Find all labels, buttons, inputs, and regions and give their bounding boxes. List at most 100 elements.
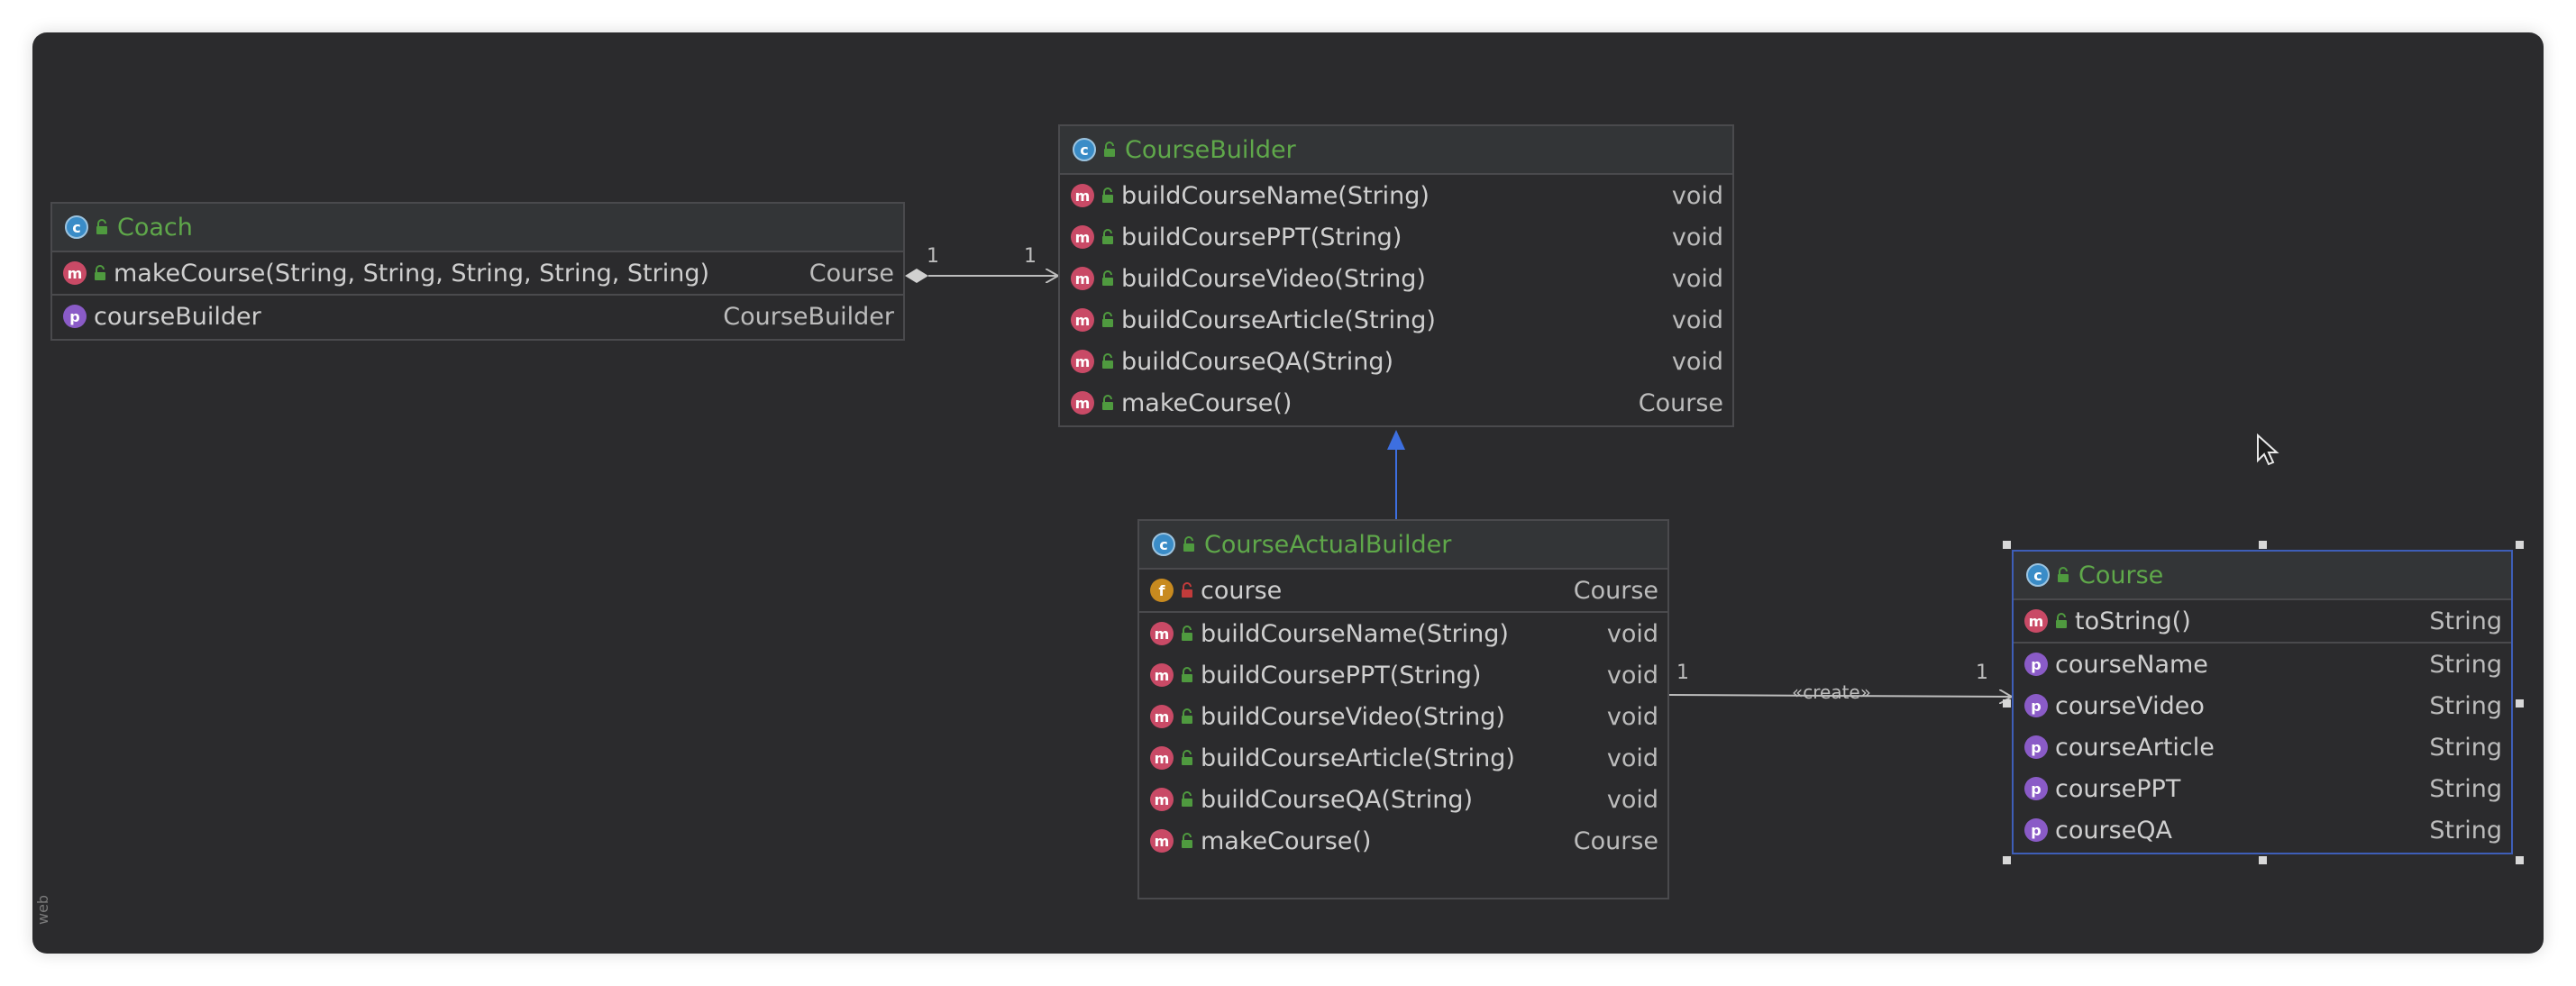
property-type: String	[2429, 816, 2502, 844]
resize-handle-n[interactable]	[2259, 541, 2267, 549]
method-type: void	[1606, 619, 1658, 648]
public-lock-icon	[1183, 536, 1194, 552]
create-stereotype-label: «create»	[1792, 681, 1871, 703]
method-icon: m	[1071, 350, 1094, 373]
resize-handle-w[interactable]	[2003, 699, 2011, 708]
property-row[interactable]: p courseBuilder CourseBuilder	[52, 296, 903, 337]
method-icon: m	[1150, 622, 1174, 645]
public-lock-icon	[1102, 312, 1113, 327]
public-lock-icon	[2058, 567, 2069, 582]
public-lock-icon	[96, 219, 107, 234]
property-type: String	[2429, 774, 2502, 803]
private-lock-icon	[1182, 582, 1192, 598]
resize-handle-e[interactable]	[2516, 699, 2524, 708]
method-name: buildCoursePPT(String)	[1121, 223, 1402, 251]
inheritance-arrowhead	[1387, 430, 1405, 450]
multiplicity-builder: 1	[1024, 245, 1037, 268]
public-lock-icon	[1104, 142, 1115, 157]
public-lock-icon	[1102, 395, 1113, 410]
field-icon: f	[1150, 579, 1174, 602]
resize-handle-ne[interactable]	[2516, 541, 2524, 549]
method-icon: m	[1071, 391, 1094, 415]
method-type: String	[2429, 607, 2502, 635]
properties-section: p courseBuilder CourseBuilder	[52, 296, 903, 337]
method-icon: m	[1071, 225, 1094, 249]
method-name: buildCourseArticle(String)	[1201, 744, 1515, 772]
class-name: CourseBuilder	[1125, 135, 1296, 164]
property-type: String	[2429, 691, 2502, 720]
public-lock-icon	[1102, 353, 1113, 369]
property-type: CourseBuilder	[723, 302, 894, 331]
class-header: c CourseActualBuilder	[1139, 521, 1667, 570]
method-name: buildCourseName(String)	[1201, 619, 1509, 648]
method-icon: m	[1071, 267, 1094, 290]
class-name: CourseActualBuilder	[1204, 530, 1452, 559]
class-header: c Course	[2014, 552, 2511, 600]
method-type: void	[1671, 264, 1723, 293]
property-name: coursePPT	[2055, 774, 2181, 803]
resize-handle-se[interactable]	[2516, 856, 2524, 864]
class-header: c Coach	[52, 204, 903, 252]
method-icon: m	[1150, 829, 1174, 853]
method-icon: m	[63, 261, 87, 285]
method-name: buildCourseQA(String)	[1201, 785, 1474, 814]
property-icon: p	[63, 305, 87, 328]
method-row[interactable]: m buildCourseName(String) void	[1060, 175, 1732, 216]
edge-coach-to-builder[interactable]	[905, 269, 1058, 283]
method-icon: m	[1150, 705, 1174, 728]
method-type: void	[1671, 223, 1723, 251]
resize-handle-s[interactable]	[2259, 856, 2267, 864]
property-type: String	[2429, 733, 2502, 762]
method-icon: m	[2024, 609, 2048, 633]
method-icon: m	[1071, 184, 1094, 207]
method-name: buildCourseName(String)	[1121, 181, 1430, 210]
multiplicity-coach: 1	[927, 245, 939, 268]
mouse-cursor-icon	[2257, 434, 2279, 466]
method-type: void	[1606, 661, 1658, 689]
property-name: courseVideo	[2055, 691, 2205, 720]
class-name: Coach	[117, 213, 193, 242]
field-name: course	[1201, 576, 1283, 605]
property-name: courseQA	[2055, 816, 2172, 844]
method-name: makeCourse(String, String, String, Strin…	[114, 259, 710, 288]
method-row[interactable]: m buildCoursePPT(String) void	[1060, 216, 1732, 258]
aggregation-diamond	[905, 269, 928, 283]
class-name: Course	[2078, 561, 2164, 589]
method-type: void	[1671, 181, 1723, 210]
methods-section: m makeCourse(String, String, String, Stri…	[52, 252, 903, 296]
edge-actual-to-builder[interactable]	[1387, 430, 1405, 519]
resize-handle-sw[interactable]	[2003, 856, 2011, 864]
method-type: Course	[1638, 388, 1723, 417]
public-lock-icon	[1182, 625, 1192, 641]
resize-handle-nw[interactable]	[2003, 541, 2011, 549]
method-row[interactable]: m buildCourseName(String) void	[1139, 613, 1667, 654]
method-type: void	[1671, 347, 1723, 376]
method-row[interactable]: m makeCourse(String, String, String, Stri…	[52, 252, 903, 294]
method-icon: m	[1071, 308, 1094, 332]
method-name: buildCoursePPT(String)	[1201, 661, 1482, 689]
class-coach[interactable]: c Coach m makeCourse(String, String, Stri…	[50, 202, 905, 341]
property-name: courseBuilder	[94, 302, 261, 331]
public-lock-icon	[2056, 613, 2067, 628]
